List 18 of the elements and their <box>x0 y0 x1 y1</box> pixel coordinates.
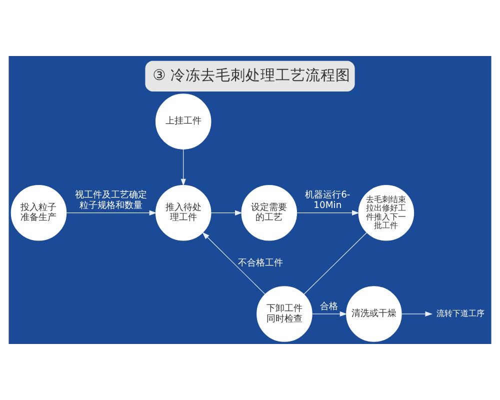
arrow <box>312 311 348 317</box>
arrow <box>210 210 242 216</box>
edge-label: 不合格工件 <box>238 258 284 269</box>
arrow <box>180 148 186 186</box>
edge-label: 合格 <box>320 301 338 312</box>
arrow <box>401 311 433 317</box>
edge-label: 视工件及工艺确定粒子规格和数量 <box>75 190 148 211</box>
node-circle: 下卸工件同时检查 <box>256 286 312 342</box>
arrow <box>202 232 266 294</box>
edge-label: 机器运行6-10Min <box>305 190 350 211</box>
node-circle: 上挂工件 <box>155 94 212 150</box>
diagram-title: ③ 冷冻去毛刺处理工艺流程图 <box>152 67 350 84</box>
arrow <box>296 210 360 216</box>
connector <box>304 232 368 295</box>
arrow <box>66 210 157 216</box>
node-circle: 投入粒子准备生产 <box>10 184 67 241</box>
node-circle: 设定需要的工艺 <box>241 184 298 241</box>
node-circle: 清洗或干燥 <box>346 286 402 342</box>
